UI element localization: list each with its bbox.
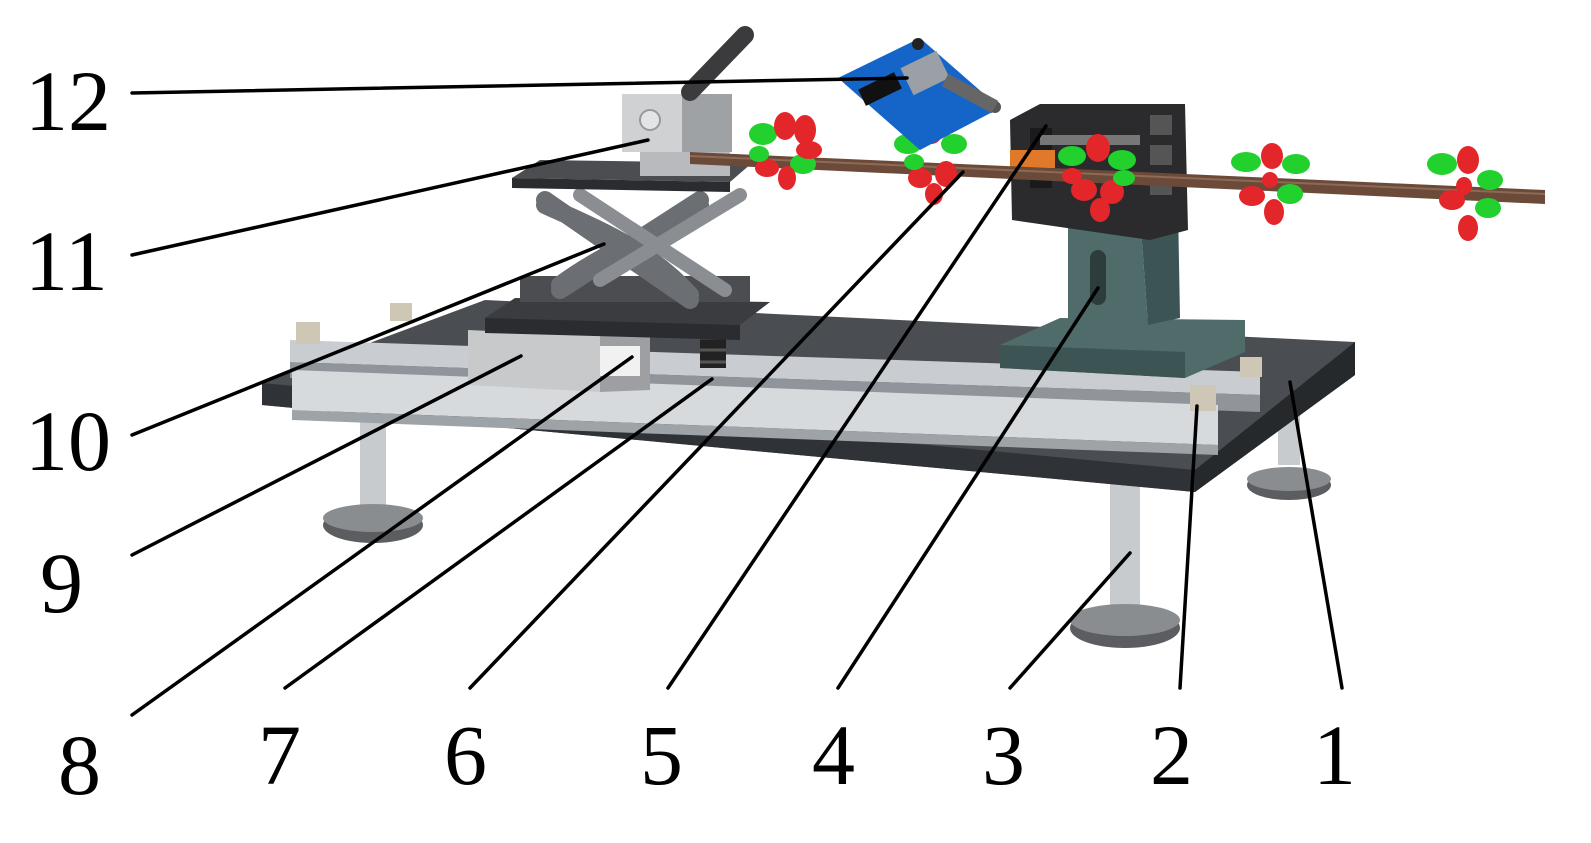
label-9: 9	[40, 535, 83, 631]
leader-line-2	[1178, 404, 1199, 690]
label-1: 1	[1313, 707, 1356, 803]
label-5: 5	[640, 707, 683, 803]
fruit-cluster	[1427, 146, 1503, 241]
leader-line-11	[130, 138, 650, 257]
leader-lines	[130, 76, 1344, 717]
rail-stop-right	[1190, 385, 1216, 411]
leader-line-8	[130, 355, 634, 717]
scissor-lift	[485, 160, 770, 340]
label-12: 12	[25, 53, 111, 149]
label-4: 4	[812, 707, 855, 803]
foot-post-right-front	[1110, 470, 1140, 610]
label-11: 11	[25, 213, 108, 309]
leader-line-12	[130, 76, 909, 95]
sensor-board	[838, 38, 1001, 150]
foot-post-left	[360, 410, 386, 505]
leader-line-5	[666, 124, 1048, 690]
label-8: 8	[58, 717, 101, 813]
leader-line-9	[130, 354, 523, 557]
rail-stop-left	[296, 322, 320, 344]
label-3: 3	[982, 707, 1025, 803]
leader-line-4	[836, 286, 1100, 690]
fruit-clusters	[749, 112, 1503, 241]
label-10: 10	[25, 393, 111, 489]
leader-line-3	[1008, 551, 1132, 690]
coupling	[1010, 150, 1055, 168]
leader-line-10	[130, 242, 606, 437]
label-7: 7	[258, 707, 301, 803]
leader-line-7	[283, 377, 714, 690]
limit-block	[600, 346, 640, 376]
label-6: 6	[444, 707, 487, 803]
leader-line-6	[468, 170, 965, 690]
label-2: 2	[1150, 707, 1193, 803]
fruit-cluster	[1231, 143, 1310, 225]
fruit-cluster	[749, 112, 822, 190]
leader-line-1	[1288, 380, 1344, 690]
leveling-feet	[323, 410, 1331, 648]
fruit-cluster	[1058, 134, 1136, 222]
